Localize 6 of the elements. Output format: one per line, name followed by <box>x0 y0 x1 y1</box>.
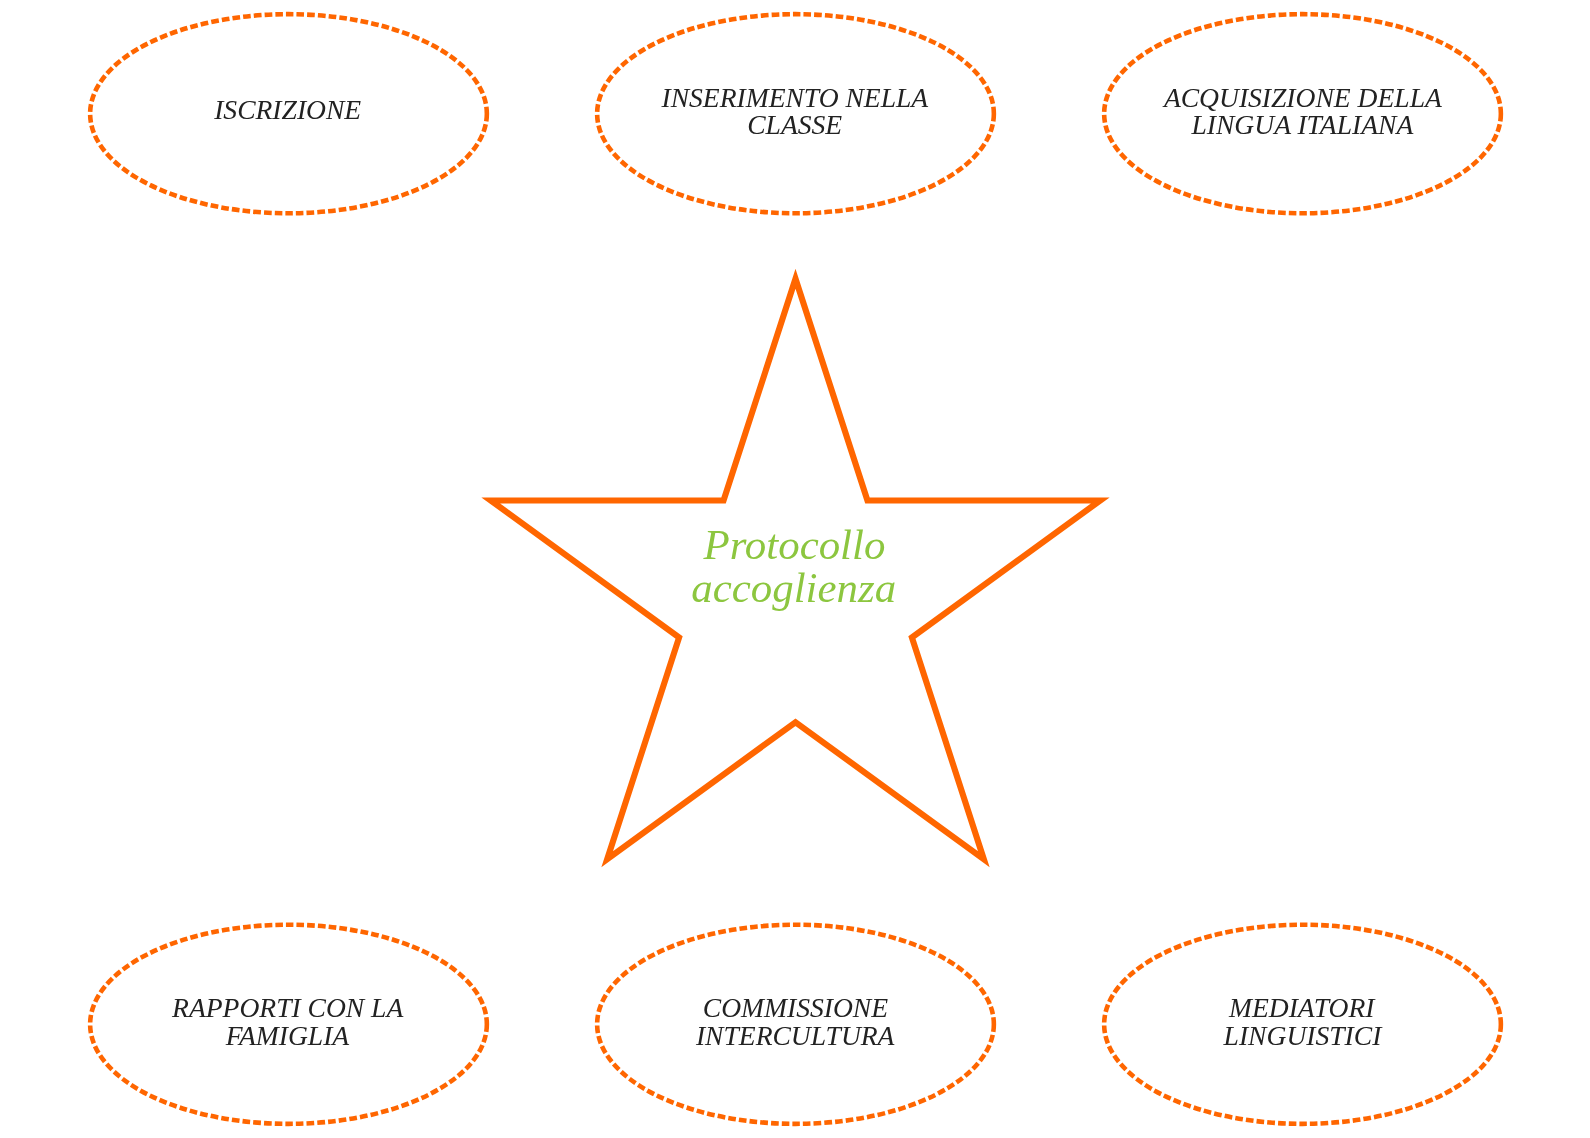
node-ellipse: COMMISSIONE INTERCULTURA <box>594 922 996 1127</box>
node-ellipse: ACQUISIZIONE DELLA LINGUA ITALIANA <box>1101 11 1503 216</box>
node-ellipse: INSERIMENTO NELLA CLASSE <box>594 11 996 216</box>
node-ellipse: ISCRIZIONE <box>87 11 489 216</box>
node-ellipse: MEDIATORI LINGUISTICI <box>1101 922 1503 1127</box>
node-ellipse: RAPPORTI CON LA FAMIGLIA <box>87 922 489 1127</box>
